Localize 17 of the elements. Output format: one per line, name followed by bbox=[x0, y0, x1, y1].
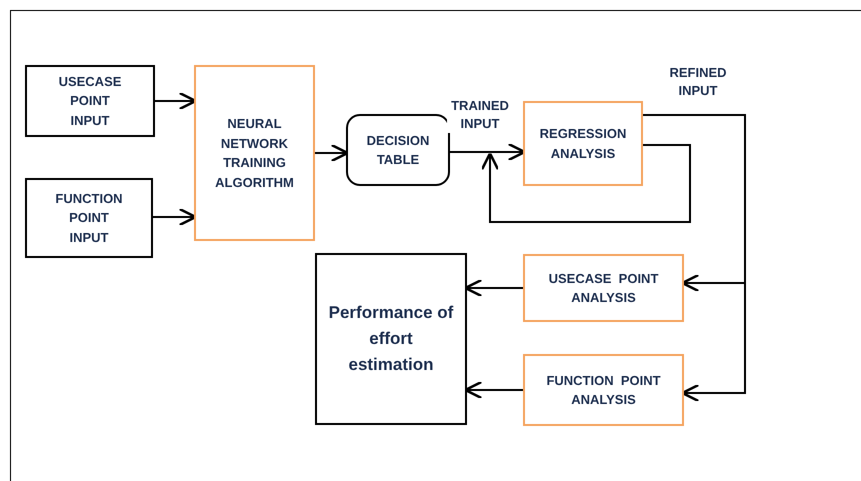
result-box bbox=[315, 253, 467, 425]
process-box bbox=[194, 65, 315, 241]
process-box bbox=[523, 254, 684, 322]
node-label: DECISION TABLE bbox=[366, 132, 430, 169]
input-box bbox=[25, 178, 153, 258]
arrow bbox=[480, 144, 691, 223]
process-box bbox=[523, 101, 643, 186]
node-label: REGRESSION ANALYSIS bbox=[538, 125, 628, 162]
input-box bbox=[25, 65, 155, 137]
node-label: FUNCTION POINT INPUT bbox=[54, 190, 124, 247]
node-label: Performance of effort estimation bbox=[328, 302, 454, 376]
process-box bbox=[523, 354, 684, 426]
node-label: USECASE POINT ANALYSIS bbox=[548, 270, 660, 307]
node-label: USECASE POINT INPUT bbox=[58, 72, 122, 130]
node-label: FUNCTION POINT ANALYSIS bbox=[545, 372, 662, 409]
node-label: NEURAL NETWORK TRAINING ALGORITHM bbox=[214, 115, 295, 192]
decision-table-box bbox=[346, 114, 450, 186]
